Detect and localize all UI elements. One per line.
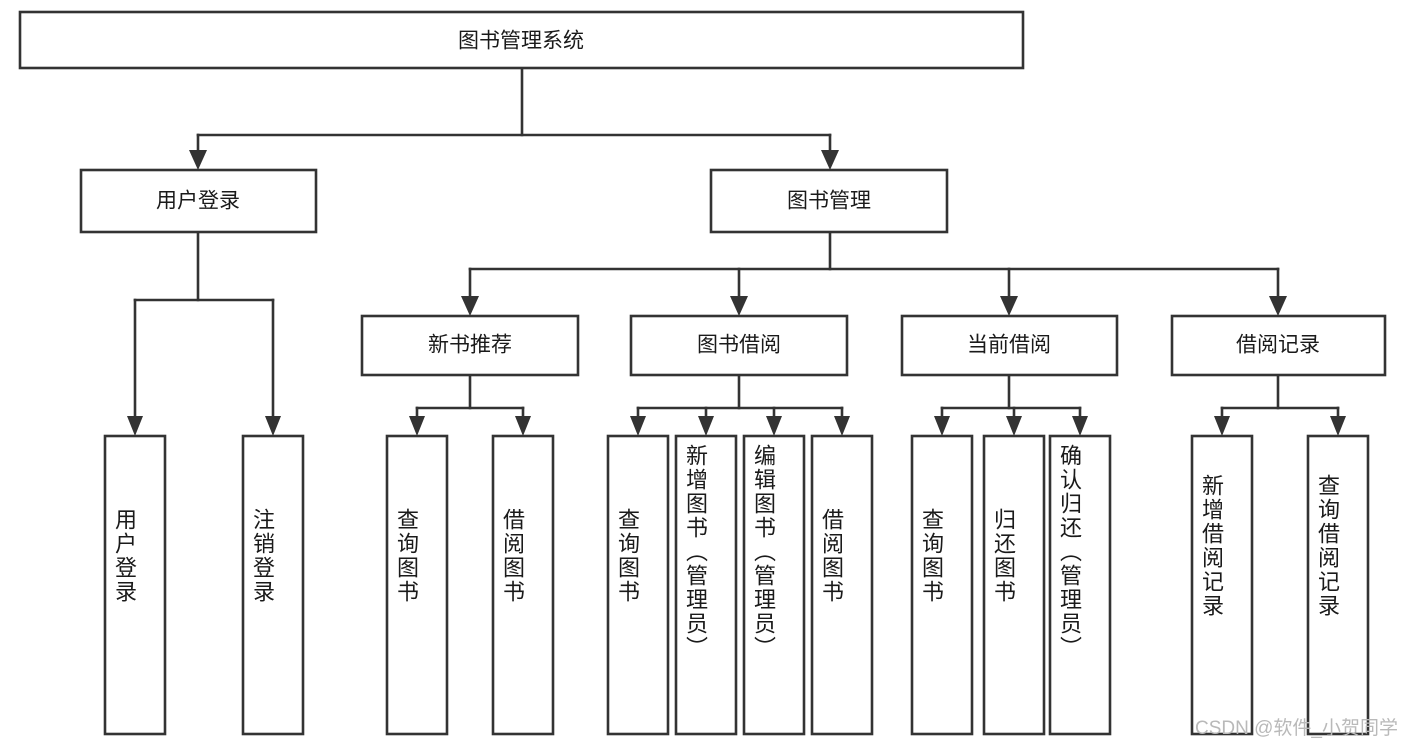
node-book-manage-label: 图书管理	[787, 190, 871, 213]
node-user-login[interactable]: 用户登录	[79, 168, 318, 234]
node-book-manage-box[interactable]	[709, 168, 949, 234]
edge-group-new-book-children	[409, 373, 531, 436]
leaf-group-borrow-record	[1190, 434, 1370, 736]
leaf-box-user-login-1[interactable]	[103, 434, 167, 736]
edge-group-book-manage-children	[461, 230, 1287, 316]
node-new-book-recommend-label: 新书推荐	[428, 334, 512, 357]
node-root-label: 图书管理系统	[458, 30, 584, 53]
leaf-group-user-login	[103, 434, 305, 736]
edge-group-book-borrow-children	[630, 373, 850, 436]
node-borrow-record-label: 借阅记录	[1236, 334, 1320, 357]
leaf-box-book-borrow-3[interactable]	[742, 434, 806, 736]
leaf-box-user-login-2[interactable]	[241, 434, 305, 736]
node-new-book-recommend[interactable]: 新书推荐	[360, 314, 580, 377]
node-new-book-recommend-box[interactable]	[360, 314, 580, 377]
arrow-l3-3	[1000, 296, 1018, 316]
arrow-bb-4	[834, 416, 850, 436]
arrow-cb-3	[1072, 416, 1088, 436]
arrow-bb-2	[698, 416, 714, 436]
leaf-box-current-borrow-2[interactable]	[982, 434, 1046, 736]
edge-group-current-borrow-children	[934, 373, 1088, 436]
leaf-box-current-borrow-1[interactable]	[910, 434, 974, 736]
node-book-borrow-box[interactable]	[629, 314, 849, 377]
node-current-borrow[interactable]: 当前借阅	[900, 314, 1119, 377]
leaf-group-new-book-recommend	[385, 434, 555, 736]
arrow-book-manage	[821, 150, 839, 170]
arrow-br-2	[1330, 416, 1346, 436]
arrow-bb-1	[630, 416, 646, 436]
node-book-borrow-label: 图书借阅	[697, 334, 781, 357]
arrow-user-login	[189, 150, 207, 170]
arrow-cb-1	[934, 416, 950, 436]
leaf-box-current-borrow-3[interactable]	[1048, 434, 1112, 736]
node-user-login-box[interactable]	[79, 168, 318, 234]
arrow-ul-1	[127, 416, 143, 436]
node-borrow-record[interactable]: 借阅记录	[1170, 314, 1387, 377]
csdn-watermark: CSDN @软件_小贺同学	[1195, 718, 1398, 739]
node-book-manage[interactable]: 图书管理	[709, 168, 949, 234]
leaf-box-book-borrow-2[interactable]	[674, 434, 738, 736]
leaf-group-book-borrow	[606, 434, 874, 736]
leaf-box-new-book-1[interactable]	[385, 434, 449, 736]
node-root-box[interactable]	[18, 10, 1025, 70]
leaf-box-book-borrow-1[interactable]	[606, 434, 670, 736]
node-user-login-label: 用户登录	[156, 190, 240, 213]
edge-group-user-login-children	[127, 230, 281, 436]
leaf-box-borrow-record-2[interactable]	[1306, 434, 1370, 736]
leaf-box-book-borrow-4[interactable]	[810, 434, 874, 736]
arrow-ul-2	[265, 416, 281, 436]
arrow-l3-1	[461, 296, 479, 316]
arrow-l3-4	[1269, 296, 1287, 316]
arrow-l3-2	[730, 296, 748, 316]
arrow-bb-3	[766, 416, 782, 436]
arrow-nb-2	[515, 416, 531, 436]
edge-group-borrow-record-children	[1214, 373, 1346, 436]
arrow-cb-2	[1006, 416, 1022, 436]
node-borrow-record-box[interactable]	[1170, 314, 1387, 377]
arrow-nb-1	[409, 416, 425, 436]
node-book-borrow[interactable]: 图书借阅	[629, 314, 849, 377]
arrow-br-1	[1214, 416, 1230, 436]
node-current-borrow-label: 当前借阅	[967, 334, 1051, 357]
node-root[interactable]: 图书管理系统	[18, 10, 1025, 70]
leaf-group-current-borrow	[910, 434, 1112, 736]
leaf-box-borrow-record-1[interactable]	[1190, 434, 1254, 736]
edge-group-root-to-level2	[189, 66, 839, 170]
node-current-borrow-box[interactable]	[900, 314, 1119, 377]
leaf-box-new-book-2[interactable]	[491, 434, 555, 736]
